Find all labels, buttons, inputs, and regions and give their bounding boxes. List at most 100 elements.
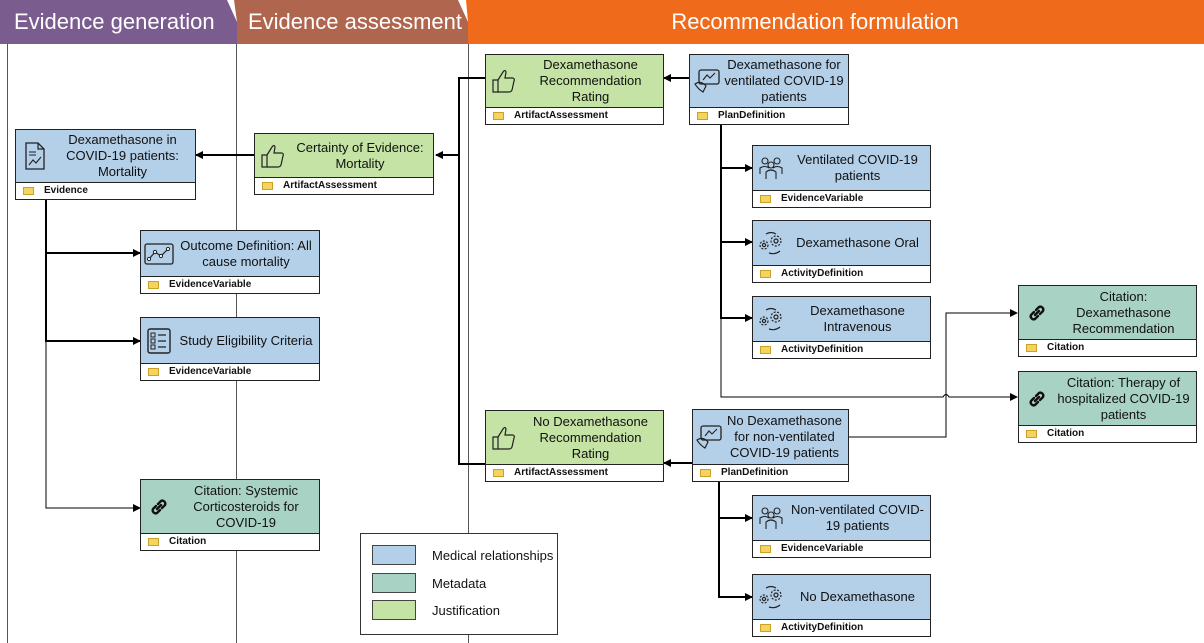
link-icon xyxy=(1019,388,1055,410)
thumbs-up-icon xyxy=(255,143,291,169)
folder-icon xyxy=(493,111,504,120)
legend-swatch xyxy=(372,573,416,593)
node-label: Certainty of Evidence: Mortality xyxy=(296,139,424,171)
node-body: Citation: Therapy of hospitalized COVID-… xyxy=(1019,372,1196,426)
plan-icon xyxy=(690,68,724,94)
resource-type: EvidenceVariable xyxy=(781,193,864,204)
node-footer: EvidenceVariable xyxy=(141,363,319,380)
node-footer: ArtifactAssessment xyxy=(255,177,433,194)
resource-type: Citation xyxy=(1047,428,1085,439)
header-recommendation-formulation: Recommendation formulation xyxy=(466,0,1204,44)
node-no-dexa-rating[interactable]: No Dexamethasone Recommendation Rating A… xyxy=(485,410,664,482)
header-label: Recommendation formulation xyxy=(671,9,959,34)
node-body: No Dexamethasone xyxy=(753,575,930,620)
node-body: Citation: Dexamethasone Recommendation xyxy=(1019,286,1196,340)
resource-type: ArtifactAssessment xyxy=(514,110,608,121)
node-plan-non-ventilated[interactable]: No Dexamethasone for non-ventilated COVI… xyxy=(692,409,849,482)
node-body: Certainty of Evidence: Mortality xyxy=(255,134,433,178)
node-body: Dexamethasone for ventilated COVID-19 pa… xyxy=(690,55,848,108)
folder-icon xyxy=(1026,343,1037,352)
folder-icon xyxy=(1026,429,1037,438)
people-icon xyxy=(753,506,789,530)
node-footer: ArtifactAssessment xyxy=(486,464,663,481)
node-footer: EvidenceVariable xyxy=(753,190,930,207)
header-label: Evidence generation xyxy=(14,9,215,34)
node-label: Dexamethasone Recommendation Rating xyxy=(539,57,642,104)
node-body: No Dexamethasone for non-ventilated COVI… xyxy=(693,410,848,465)
node-label: Citation: Therapy of hospitalized COVID-… xyxy=(1057,374,1190,422)
plan-icon xyxy=(693,424,725,450)
node-evidence-mortality[interactable]: Dexamethasone in COVID-19 patients: Mort… xyxy=(15,129,196,200)
node-dexa-oral[interactable]: Dexamethasone Oral ActivityDefinition xyxy=(752,220,931,283)
folder-icon xyxy=(700,468,711,477)
legend-label: Metadata xyxy=(432,575,487,591)
gears-icon xyxy=(753,307,789,331)
node-footer: ActivityDefinition xyxy=(753,341,930,358)
resource-type: Evidence xyxy=(44,185,88,196)
node-label: Citation: Dexamethasone Recommendation xyxy=(1072,288,1175,336)
node-certainty-mortality[interactable]: Certainty of Evidence: Mortality Artifac… xyxy=(254,133,434,195)
node-study-eligibility[interactable]: Study Eligibility Criteria EvidenceVaria… xyxy=(140,317,320,381)
column-border-left xyxy=(7,44,8,643)
node-no-dexa[interactable]: No Dexamethasone ActivityDefinition xyxy=(752,574,931,637)
node-body: Dexamethasone Oral xyxy=(753,221,930,266)
legend-item-medical: Medical relationships xyxy=(372,545,553,565)
thumbs-up-icon xyxy=(486,68,522,94)
legend-label: Justification xyxy=(432,602,500,618)
resource-type: PlanDefinition xyxy=(721,467,789,478)
resource-type: ActivityDefinition xyxy=(781,622,864,633)
legend-item-metadata: Metadata xyxy=(372,573,486,593)
node-citation-therapy[interactable]: Citation: Therapy of hospitalized COVID-… xyxy=(1018,371,1197,443)
node-body: Citation: Systemic Corticosteroids for C… xyxy=(141,480,319,534)
node-label: Study Eligibility Criteria xyxy=(179,332,313,348)
node-body: Ventilated COVID-19 patients xyxy=(753,146,930,191)
resource-type: PlanDefinition xyxy=(718,110,786,121)
node-citation-systemic[interactable]: Citation: Systemic Corticosteroids for C… xyxy=(140,479,320,551)
node-footer: Citation xyxy=(1019,339,1196,356)
node-footer: ArtifactAssessment xyxy=(486,107,663,124)
gears-icon xyxy=(753,231,789,255)
folder-icon xyxy=(148,367,159,376)
checklist-icon xyxy=(141,327,177,354)
node-body: No Dexamethasone Recommendation Rating xyxy=(486,411,663,465)
line-chart-icon xyxy=(141,242,177,265)
legend-swatch xyxy=(372,600,416,620)
resource-type: EvidenceVariable xyxy=(781,543,864,554)
node-body: Non-ventilated COVID-19 patients xyxy=(753,496,930,541)
node-body: Dexamethasone Recommendation Rating xyxy=(486,55,663,108)
legend-label: Medical relationships xyxy=(432,547,554,563)
folder-icon xyxy=(148,280,159,289)
node-ventilated-patients[interactable]: Ventilated COVID-19 patients EvidenceVar… xyxy=(752,145,931,208)
header-shape xyxy=(234,0,468,44)
folder-icon xyxy=(23,186,34,195)
node-footer: PlanDefinition xyxy=(693,464,848,481)
header-shape xyxy=(466,0,1204,44)
folder-icon xyxy=(760,194,771,203)
node-footer: EvidenceVariable xyxy=(753,540,930,557)
node-footer: Citation xyxy=(1019,425,1196,442)
node-outcome-definition[interactable]: Outcome Definition: All cause mortality … xyxy=(140,230,320,294)
node-non-ventilated-patients[interactable]: Non-ventilated COVID-19 patients Evidenc… xyxy=(752,495,931,558)
node-footer: Citation xyxy=(141,533,319,550)
header-shape xyxy=(0,0,237,44)
node-dexa-iv[interactable]: Dexamethasone Intravenous ActivityDefini… xyxy=(752,296,931,359)
node-footer: EvidenceVariable xyxy=(141,276,319,293)
resource-type: Citation xyxy=(169,536,207,547)
resource-type: ArtifactAssessment xyxy=(283,180,377,191)
node-plan-ventilated[interactable]: Dexamethasone for ventilated COVID-19 pa… xyxy=(689,54,849,125)
node-label: No Dexamethasone for non-ventilated COVI… xyxy=(727,413,842,460)
column-divider-2 xyxy=(468,44,469,643)
resource-type: EvidenceVariable xyxy=(169,366,252,377)
resource-type: ArtifactAssessment xyxy=(514,467,608,478)
node-dexa-rating[interactable]: Dexamethasone Recommendation Rating Arti… xyxy=(485,54,664,125)
node-footer: PlanDefinition xyxy=(690,107,848,124)
node-footer: Evidence xyxy=(16,182,195,199)
folder-icon xyxy=(760,345,771,354)
header-evidence-generation: Evidence generation xyxy=(0,0,237,44)
node-footer: ActivityDefinition xyxy=(753,265,930,282)
legend-item-justification: Justification xyxy=(372,600,500,620)
folder-icon xyxy=(262,181,273,190)
node-citation-recommendation[interactable]: Citation: Dexamethasone Recommendation C… xyxy=(1018,285,1197,357)
node-body: Study Eligibility Criteria xyxy=(141,318,319,364)
